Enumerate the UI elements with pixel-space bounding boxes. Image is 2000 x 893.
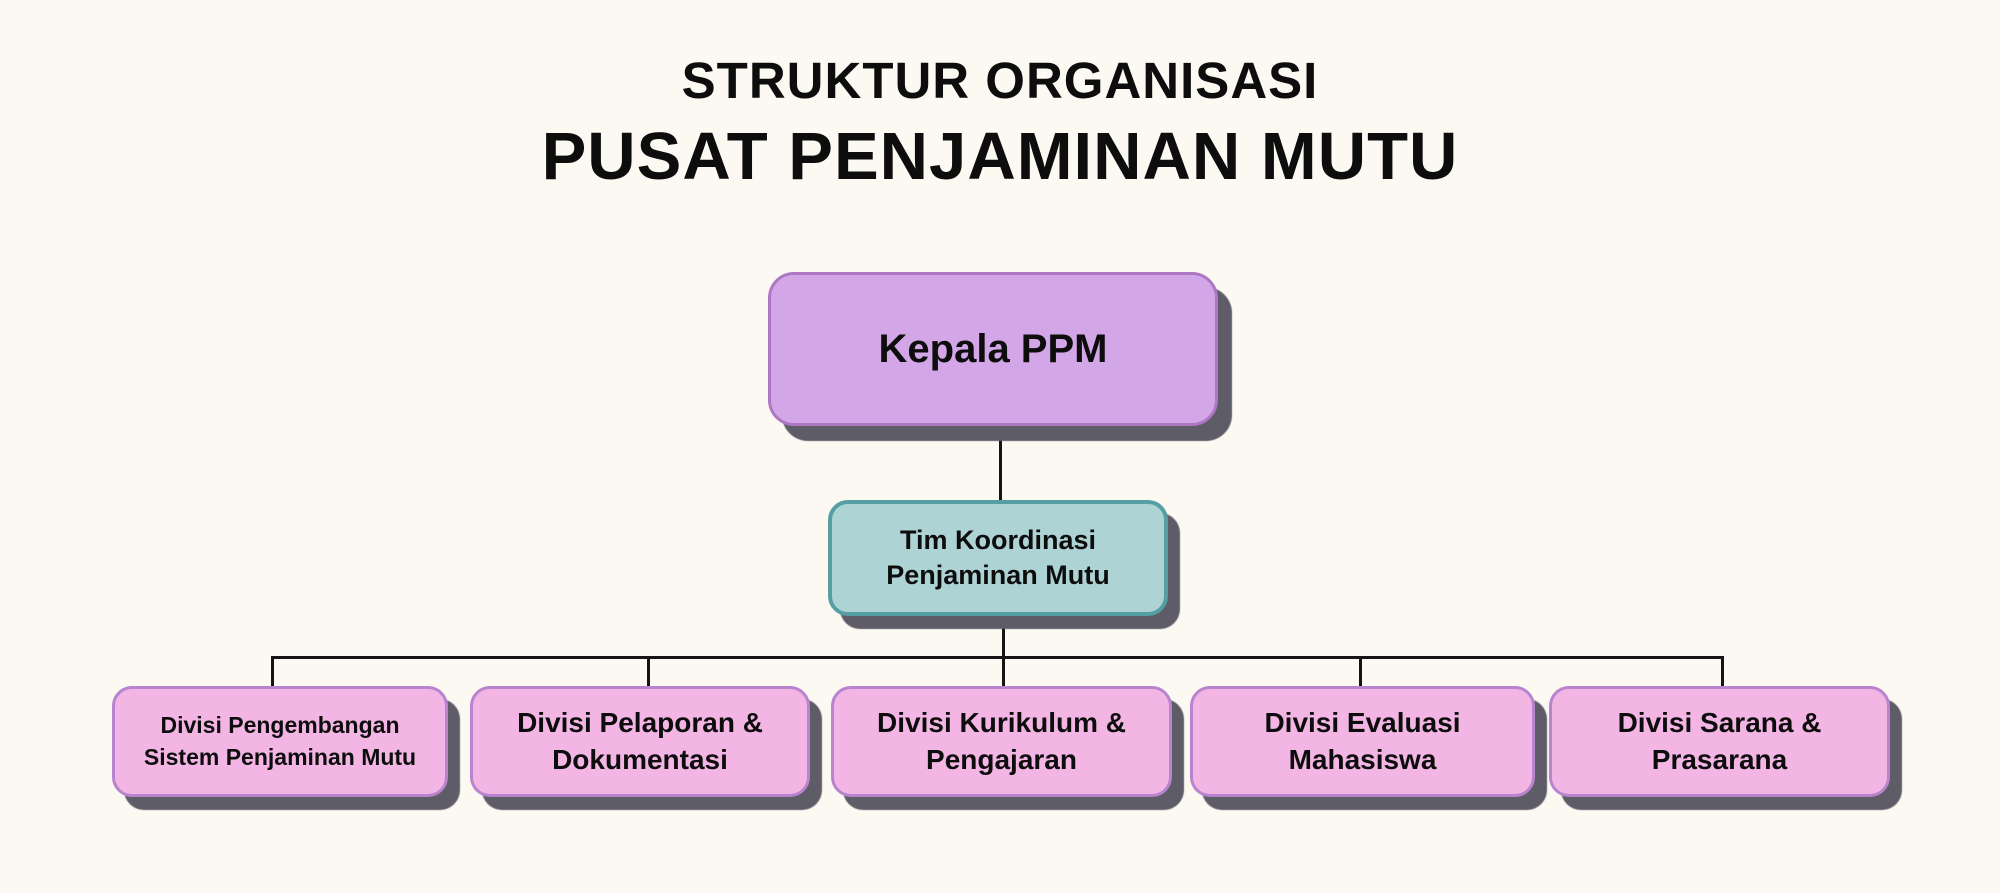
division-label-line2: Pengajaran	[926, 743, 1077, 775]
division-label-line1: Divisi Evaluasi	[1264, 707, 1461, 739]
division-label-line2: Mahasiswa	[1288, 743, 1437, 775]
node-divisi-sarana-prasarana: Divisi Sarana & Prasarana	[1549, 686, 1890, 797]
connector-coordinator-to-division-3	[1002, 616, 1005, 686]
connector-root-to-coordinator	[999, 426, 1002, 500]
node-tim-koordinasi-label-line2: Penjaminan Mutu	[886, 560, 1110, 590]
division-label-line2: Sistem Penjaminan Mutu	[143, 743, 417, 770]
division-label-line1: Divisi Pengembangan	[160, 712, 400, 739]
page-subtitle: STRUKTUR ORGANISASI	[681, 52, 1319, 109]
node-tim-koordinasi: Tim Koordinasi Penjaminan Mutu	[828, 500, 1168, 616]
node-kepala-ppm-label: Kepala PPM	[878, 326, 1108, 371]
node-kepala-ppm: Kepala PPM	[768, 272, 1218, 426]
division-label-line2: Prasarana	[1651, 743, 1788, 775]
connector-horizontal-bar	[271, 656, 1724, 659]
connector-drop-division-2	[647, 657, 650, 686]
page-title: PUSAT PENJAMINAN MUTU	[541, 119, 1459, 195]
node-tim-koordinasi-label-line1: Tim Koordinasi	[899, 524, 1097, 555]
page-header: STRUKTUR ORGANISASI PUSAT PENJAMINAN MUT…	[0, 50, 2000, 198]
connector-drop-division-1	[271, 657, 274, 686]
division-label-line1: Divisi Kurikulum &	[877, 707, 1126, 739]
node-divisi-kurikulum-pengajaran: Divisi Kurikulum & Pengajaran	[831, 686, 1172, 797]
division-label-line2: Dokumentasi	[552, 743, 728, 775]
division-label-line1: Divisi Sarana &	[1617, 707, 1822, 739]
node-divisi-pengembangan-sistem: Divisi Pengembangan Sistem Penjaminan Mu…	[112, 686, 448, 797]
node-divisi-pelaporan-dokumentasi: Divisi Pelaporan & Dokumentasi	[470, 686, 810, 797]
connector-drop-division-4	[1359, 657, 1362, 686]
division-label-line1: Divisi Pelaporan &	[517, 707, 763, 739]
node-divisi-evaluasi-mahasiswa: Divisi Evaluasi Mahasiswa	[1190, 686, 1535, 797]
connector-drop-division-5	[1721, 657, 1724, 686]
